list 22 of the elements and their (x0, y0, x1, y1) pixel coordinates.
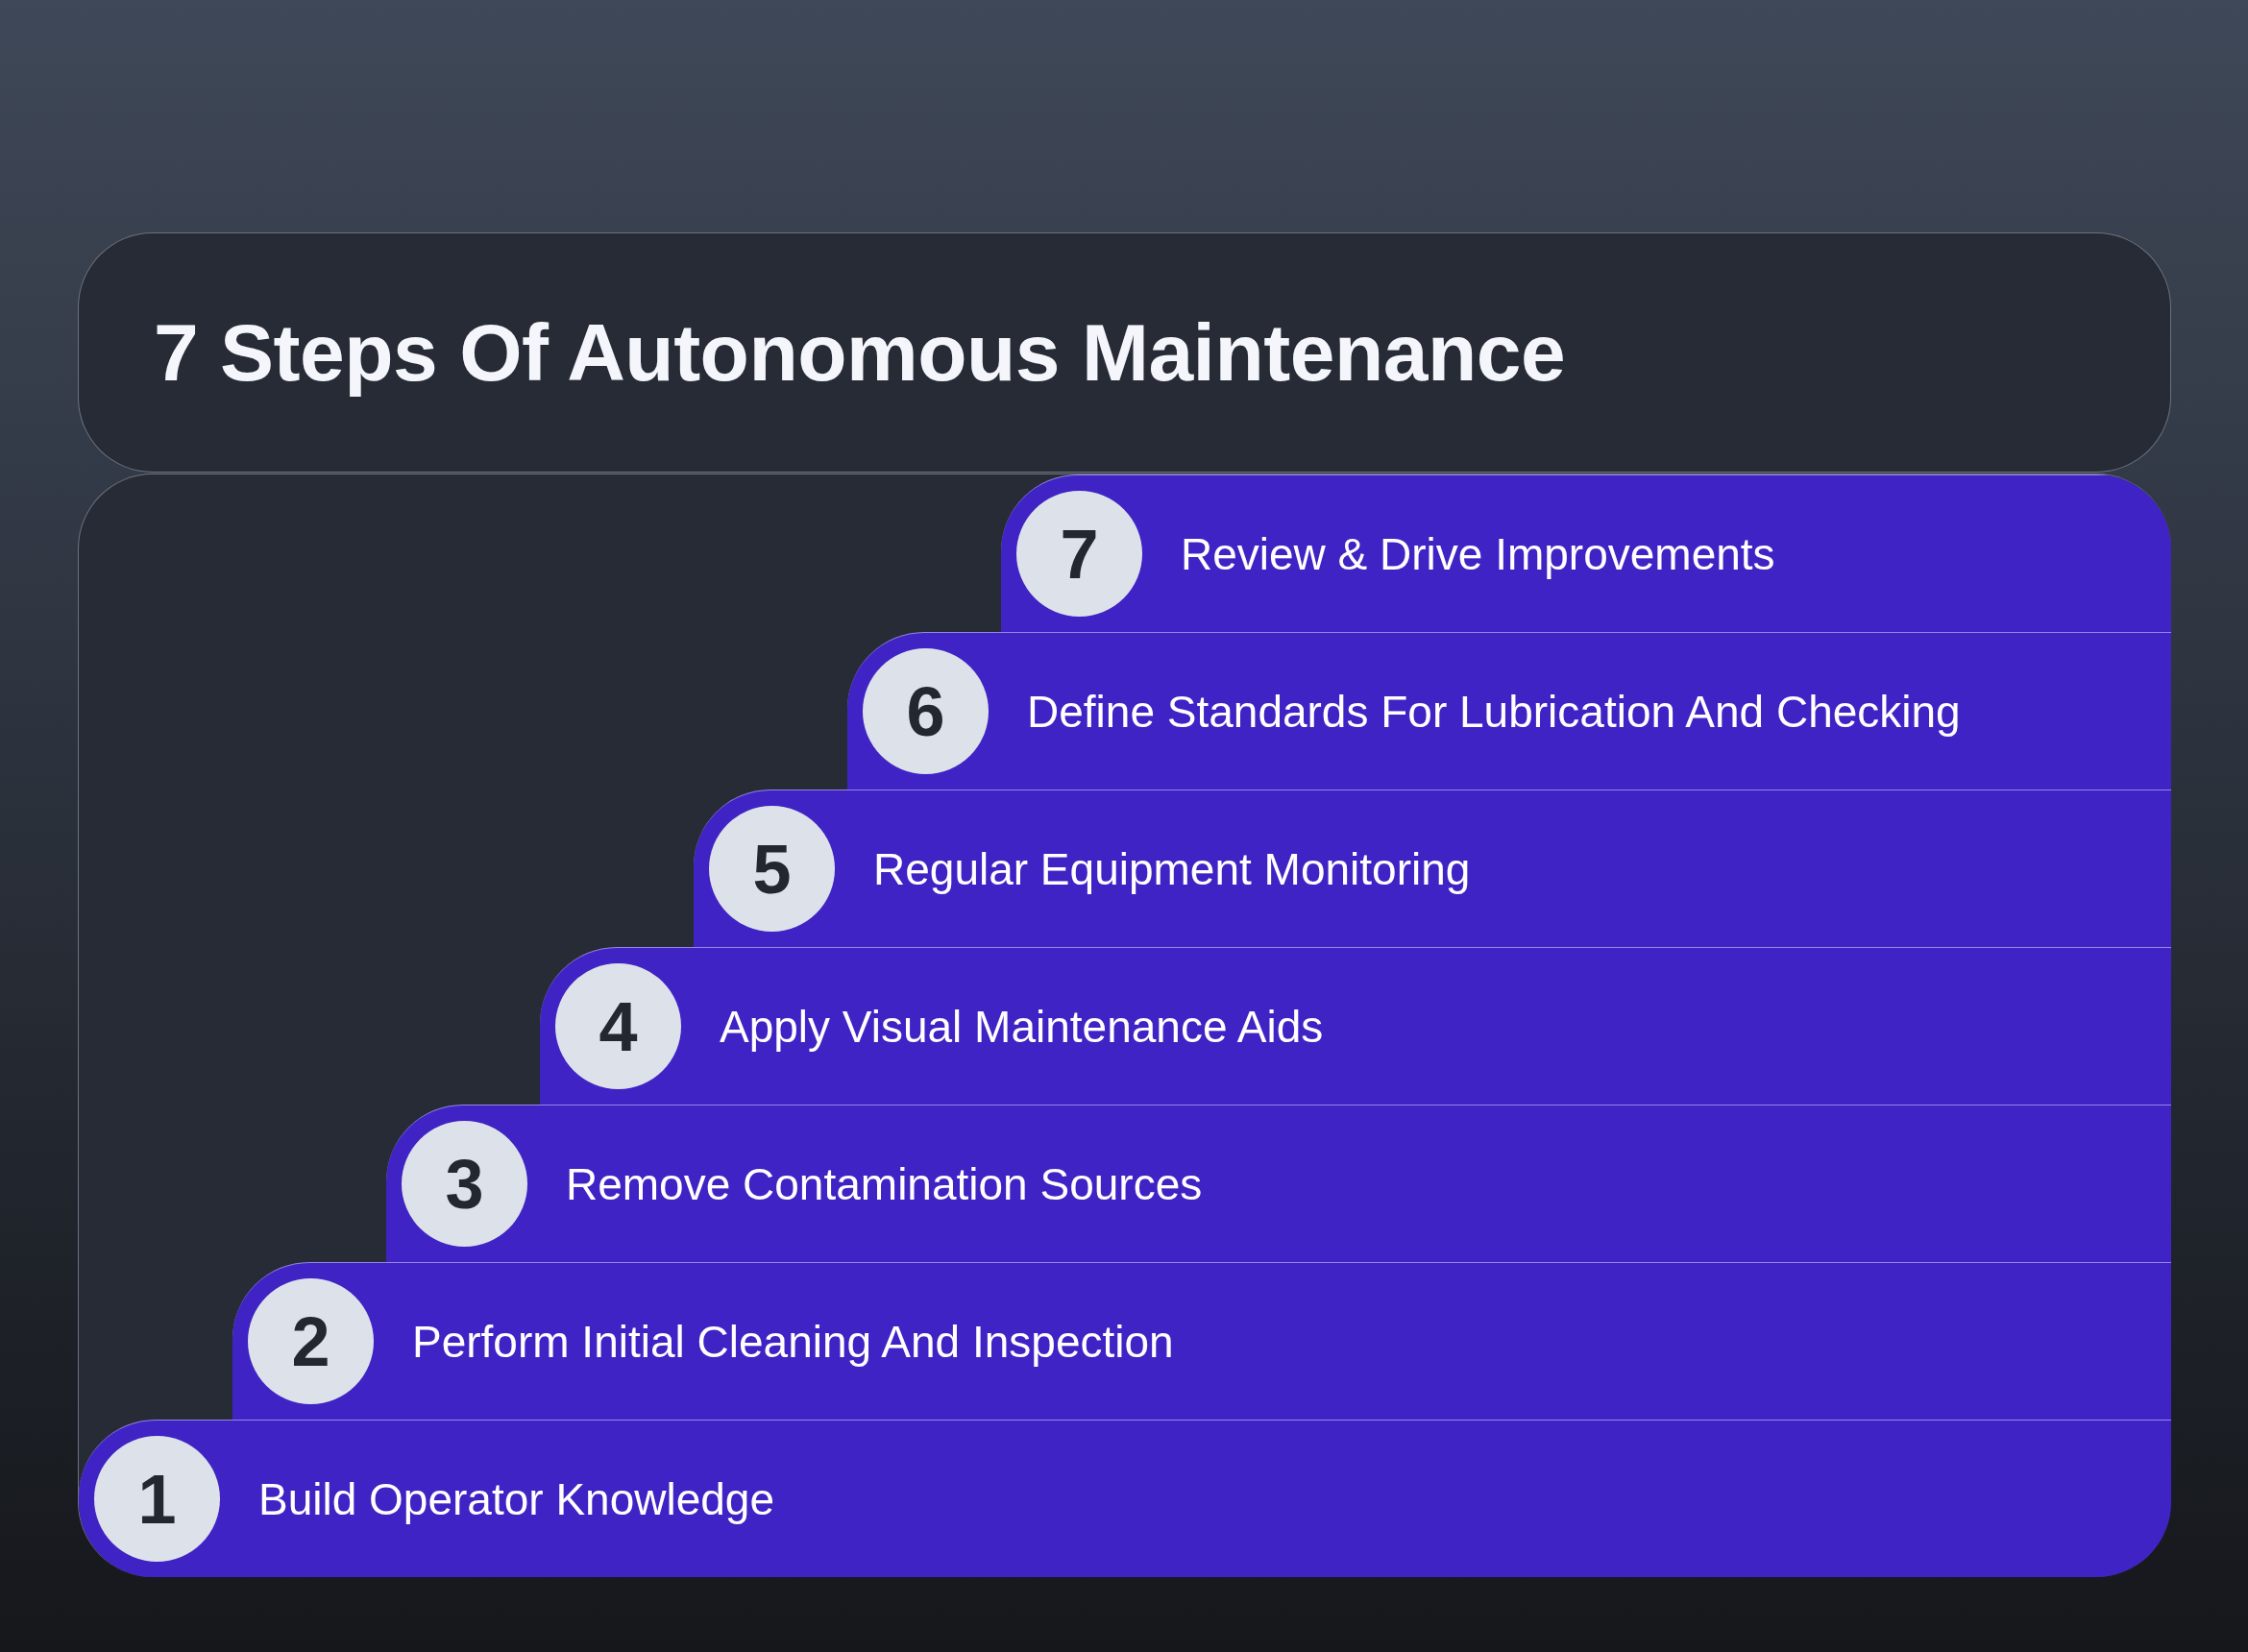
step-label: Define Standards For Lubrication And Checking (1027, 685, 1961, 738)
step-number-circle: 3 (402, 1121, 527, 1247)
step-bar (847, 632, 2171, 790)
step-label: Apply Visual Maintenance Aids (720, 1000, 1324, 1053)
step-number-circle: 4 (555, 963, 681, 1089)
step-bar (232, 1262, 2171, 1420)
step-label: Remove Contamination Sources (566, 1157, 1203, 1210)
step-number-circle: 1 (94, 1436, 220, 1562)
step-label: Regular Equipment Monitoring (873, 842, 1471, 895)
step-bar (540, 947, 2171, 1105)
step-bar (386, 1105, 2171, 1262)
step-bar (79, 1420, 2171, 1577)
step-bar (1001, 474, 2171, 632)
step-number-circle: 2 (248, 1278, 374, 1404)
step-number-circle: 7 (1016, 491, 1142, 617)
step-number-circle: 5 (709, 806, 835, 932)
diagram-title: 7 Steps Of Autonomous Maintenance (154, 305, 1566, 400)
step-number-circle: 6 (863, 648, 989, 774)
step-label: Build Operator Knowledge (258, 1472, 774, 1525)
step-label: Perform Initial Cleaning And Inspection (412, 1315, 1174, 1368)
step-bar (694, 790, 2171, 947)
step-label: Review & Drive Improvements (1181, 527, 1775, 580)
